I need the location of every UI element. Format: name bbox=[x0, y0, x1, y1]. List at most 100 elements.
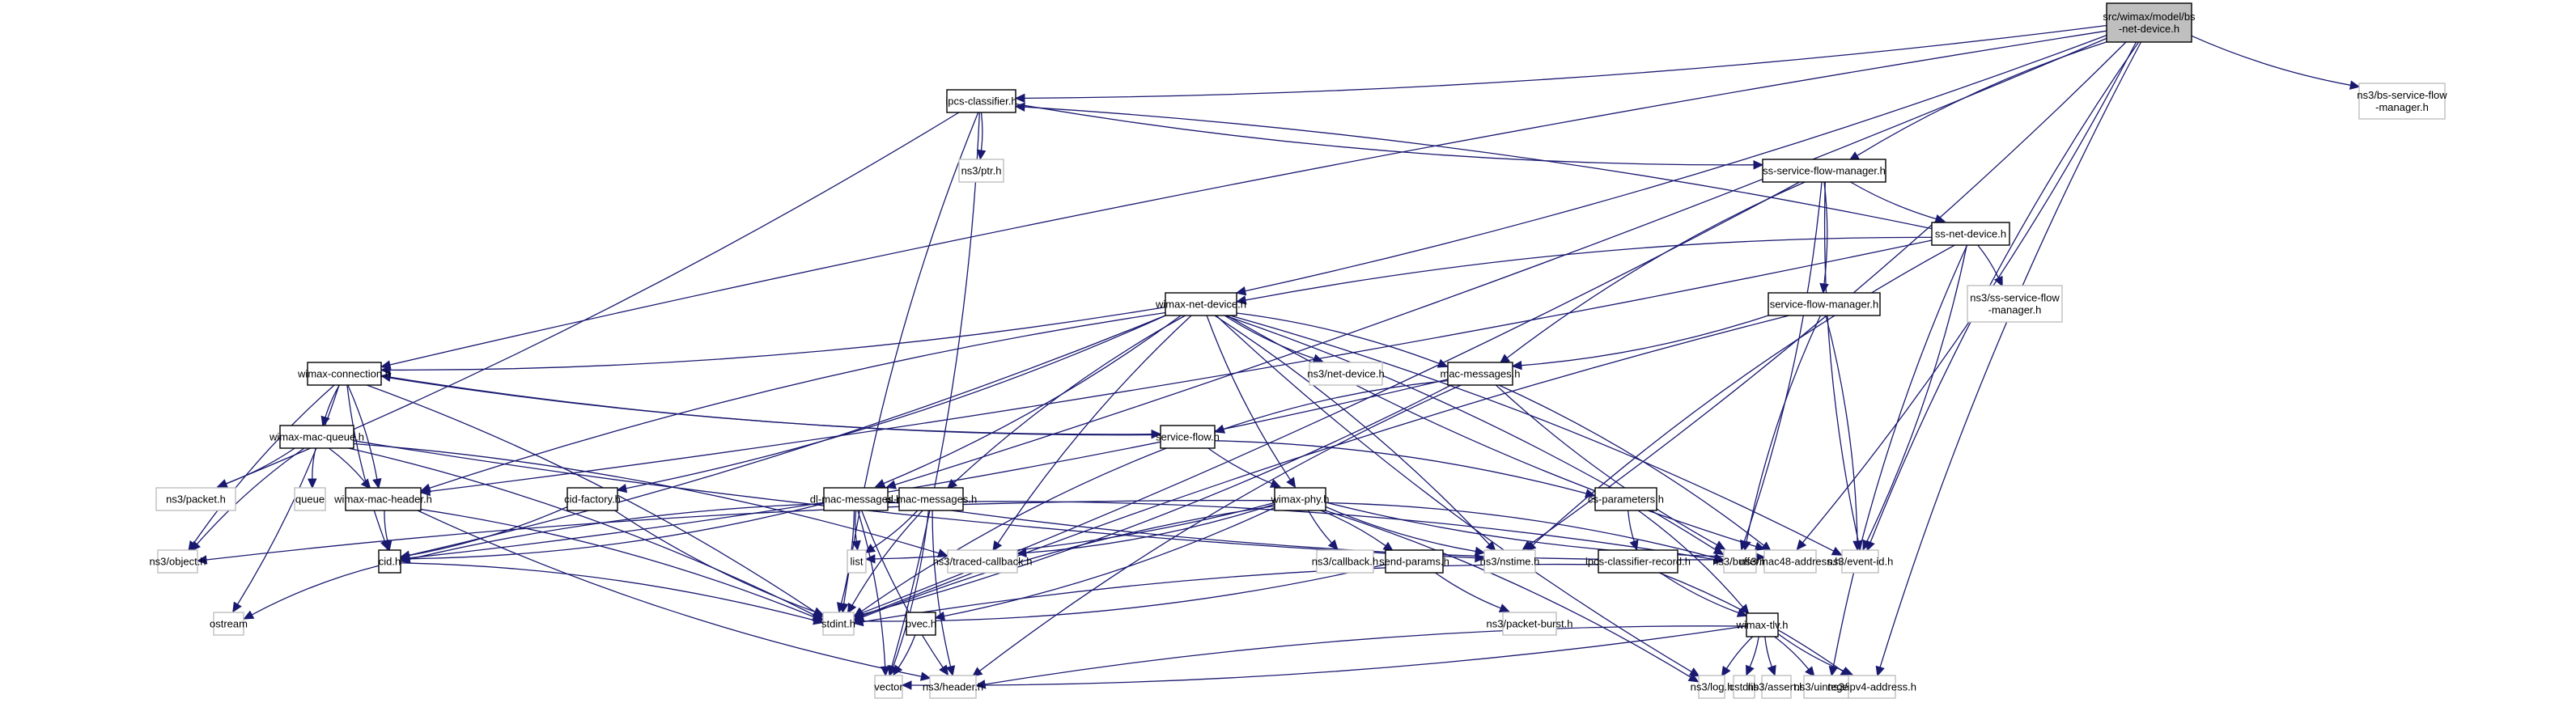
node-box bbox=[1841, 549, 1879, 574]
node-box bbox=[2358, 83, 2446, 120]
node-label: ns3/assert.h bbox=[1748, 681, 1806, 693]
node-service-flow-manager[interactable]: service-flow-manager.h bbox=[1768, 292, 1881, 316]
arrowhead-icon bbox=[864, 544, 876, 553]
include-edge-wimax-net-device-to-mac-messages bbox=[1236, 312, 1449, 368]
node-box bbox=[1274, 487, 1326, 511]
node-ss-service-flow-manager[interactable]: ss-service-flow-manager.h bbox=[1762, 159, 1886, 183]
arrowhead-icon bbox=[813, 607, 825, 616]
node-label: wimax-mac-header.h bbox=[333, 493, 432, 506]
node-service-flow[interactable]: service-flow.h bbox=[1156, 425, 1220, 449]
node-label: ns3/nstime.h bbox=[1480, 556, 1540, 568]
arrowhead-icon bbox=[1875, 665, 1885, 677]
include-edge-dl-mac-messages-to-header bbox=[861, 510, 949, 676]
node-cid[interactable]: cid.h bbox=[378, 549, 401, 574]
include-edge-wimax-tlv-to-uinteger bbox=[1774, 636, 1815, 677]
node-box bbox=[1746, 612, 1779, 637]
node-ss-net-device[interactable]: ss-net-device.h bbox=[1931, 222, 2010, 246]
edge-line bbox=[862, 384, 1452, 616]
node-traced-callback: ns3/traced-callback.h bbox=[933, 549, 1032, 574]
node-box bbox=[567, 487, 618, 511]
node-wimax-phy[interactable]: wimax-phy.h bbox=[1270, 487, 1330, 511]
node-object: ns3/object.h bbox=[149, 549, 206, 574]
node-box bbox=[1762, 159, 1886, 183]
edge-line bbox=[389, 306, 1166, 371]
edge-line bbox=[1825, 315, 1858, 542]
include-edge-dl-mac-messages-to-list bbox=[851, 510, 861, 552]
node-wimax-connection[interactable]: wimax-connection.h bbox=[297, 362, 391, 386]
nodes-layer: src/wimax/model/bs-net-device.h ipcs-clas… bbox=[149, 2, 2447, 699]
arrowhead-icon bbox=[1014, 93, 1025, 104]
node-mac-messages[interactable]: mac-messages.h bbox=[1441, 362, 1521, 386]
arrowhead-icon bbox=[1841, 667, 1853, 675]
edge-line bbox=[862, 505, 1275, 618]
node-root[interactable]: src/wimax/model/bs-net-device.h bbox=[2103, 2, 2196, 43]
arrowhead-icon bbox=[190, 540, 202, 552]
node-ul-mac-messages[interactable]: ul-mac-messages.h bbox=[885, 487, 977, 511]
arrowhead-icon bbox=[974, 680, 987, 689]
node-box bbox=[947, 549, 1018, 574]
arrowhead-icon bbox=[939, 664, 949, 676]
node-label: wimax-connection.h bbox=[297, 368, 391, 380]
include-edge-ss-service-flow-manager-to-mac-messages bbox=[1499, 181, 1806, 364]
arrowhead-icon bbox=[901, 680, 912, 690]
edge-line bbox=[1224, 315, 1717, 551]
edge-line bbox=[1325, 502, 1716, 559]
include-edge-wimax-tlv-to-cstdlib bbox=[1746, 636, 1759, 676]
node-label: dl-mac-messages.h bbox=[810, 493, 902, 506]
include-edge-root-to-dl-mac-messages bbox=[885, 37, 2107, 489]
arrowhead-icon bbox=[946, 478, 958, 489]
arrowhead-icon bbox=[1934, 214, 1946, 223]
arrowhead-icon bbox=[1687, 672, 1700, 683]
arrowhead-icon bbox=[1585, 489, 1596, 498]
include-edge-wimax-mac-queue-to-packet bbox=[216, 447, 295, 489]
edge-line bbox=[1498, 384, 1764, 546]
include-edge-service-flow-manager-to-mac-messages bbox=[1511, 315, 1769, 371]
arrowhead-icon bbox=[976, 149, 987, 161]
node-wimax-mac-queue[interactable]: wimax-mac-queue.h bbox=[269, 425, 364, 449]
arrowhead-icon bbox=[616, 483, 628, 493]
edge-line bbox=[400, 562, 815, 621]
node-label: ns3/packet.h bbox=[166, 493, 226, 506]
include-edge-wimax-mac-queue-to-queue bbox=[308, 447, 317, 489]
node-cs-parameters[interactable]: cs-parameters.h bbox=[1588, 487, 1664, 511]
edge-line bbox=[857, 510, 886, 667]
edge-line bbox=[891, 112, 980, 667]
arrowhead-icon bbox=[1819, 282, 1829, 294]
edge-line bbox=[1325, 510, 1691, 678]
node-send-params[interactable]: send-params.h bbox=[1379, 549, 1449, 574]
arrowhead-icon bbox=[836, 602, 847, 613]
edge-line bbox=[892, 510, 929, 667]
arrowhead-icon bbox=[1327, 539, 1339, 551]
edge-line bbox=[1725, 636, 1754, 669]
edge-line bbox=[1879, 41, 2142, 667]
arrowhead-icon bbox=[1852, 540, 1862, 552]
node-ipcs-classifier[interactable]: ipcs-classifier.h bbox=[945, 89, 1017, 113]
node-callback: ns3/callback.h bbox=[1312, 549, 1378, 574]
node-wimax-net-device[interactable]: wimax-net-device.h bbox=[1155, 292, 1246, 316]
include-edge-wimax-tlv-to-vector bbox=[901, 625, 1747, 690]
node-cid-factory[interactable]: cid-factory.h bbox=[564, 487, 621, 511]
node-label: ns3/mac48-address.h bbox=[1739, 556, 1840, 568]
node-wimax-tlv[interactable]: wimax-tlv.h bbox=[1735, 612, 1789, 637]
edge-line bbox=[1521, 315, 1769, 366]
include-edge-wimax-net-device-to-traced-callback bbox=[992, 315, 1192, 552]
arrowhead-icon bbox=[1736, 608, 1748, 617]
edge-line bbox=[1236, 312, 1440, 365]
arrowhead-icon bbox=[420, 483, 432, 493]
node-dl-mac-messages[interactable]: dl-mac-messages.h bbox=[810, 487, 902, 511]
edge-line bbox=[944, 506, 1275, 617]
node-box bbox=[155, 487, 236, 511]
node-vector: vector bbox=[874, 675, 903, 699]
edge-line bbox=[1214, 440, 1587, 494]
edge-line bbox=[409, 379, 1449, 559]
node-wimax-mac-header[interactable]: wimax-mac-header.h bbox=[333, 487, 432, 511]
include-edge-wimax-phy-to-object bbox=[196, 499, 1275, 565]
node-uinteger: ns3/uinteger.h bbox=[1794, 675, 1860, 699]
include-edge-wimax-phy-to-buffer bbox=[1325, 502, 1725, 563]
node-label: ns3/event-id.h bbox=[1827, 556, 1894, 568]
edge-line bbox=[953, 315, 1186, 484]
node-ns3-ss-service-flow-manager: ns3/ss-service-flow-manager.h bbox=[1967, 285, 2063, 323]
node-ipcs-classifier-record[interactable]: ipcs-classifier-record.h bbox=[1585, 549, 1691, 574]
edge-line bbox=[347, 384, 378, 480]
node-bvec[interactable]: bvec.h bbox=[906, 612, 936, 636]
